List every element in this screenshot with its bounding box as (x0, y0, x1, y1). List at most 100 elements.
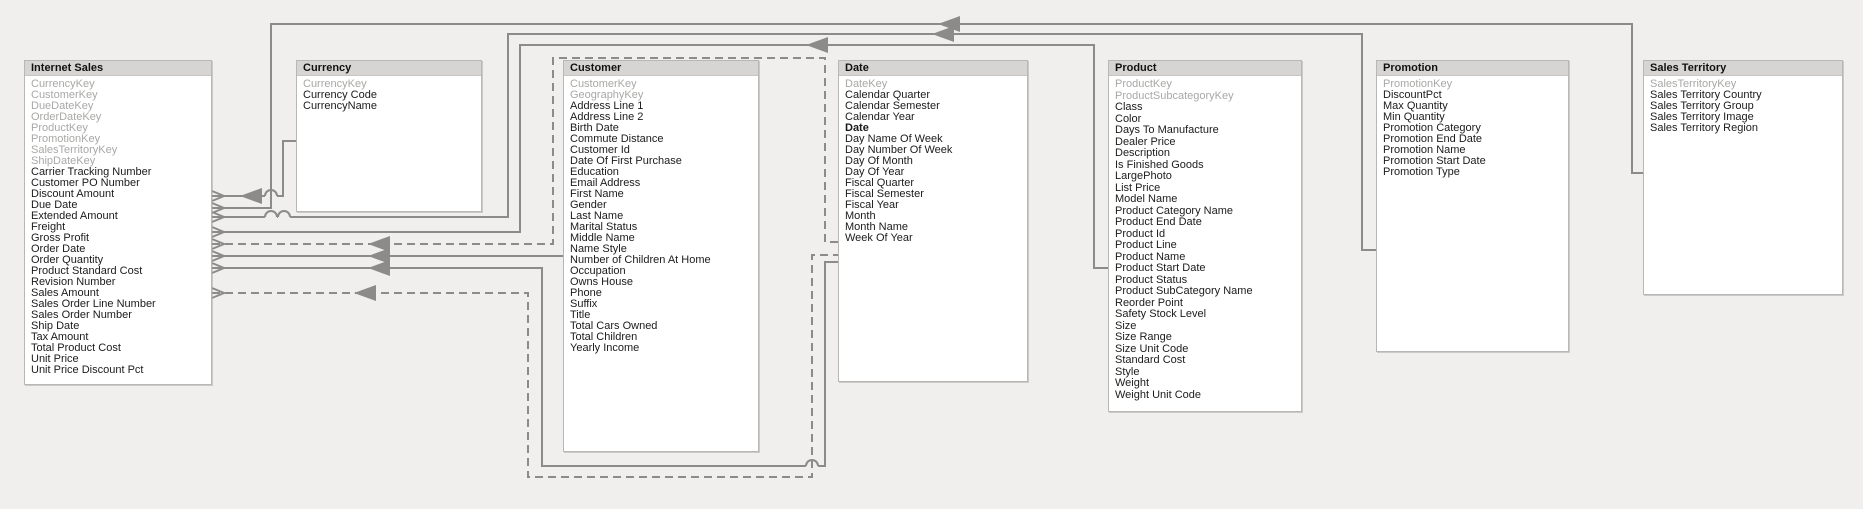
field-date-day-name-of-week[interactable]: Day Name Of Week (845, 134, 943, 145)
field-internet-sales-promotionkey[interactable]: PromotionKey (31, 134, 101, 145)
field-product-size[interactable]: Size (1115, 320, 1137, 332)
field-customer-education[interactable]: Education (570, 167, 619, 178)
field-internet-sales-shipdatekey[interactable]: ShipDateKey (31, 156, 96, 167)
field-product-product-subcategory-name[interactable]: Product SubCategory Name (1115, 286, 1253, 297)
field-promotion-min-quantity[interactable]: Min Quantity (1383, 112, 1445, 123)
field-date-fiscal-year[interactable]: Fiscal Year (845, 200, 899, 211)
field-product-model-name[interactable]: Model Name (1115, 194, 1178, 205)
field-product-product-start-date[interactable]: Product Start Date (1115, 263, 1206, 274)
field-customer-marital-status[interactable]: Marital Status (570, 222, 638, 233)
field-date-month[interactable]: Month (845, 211, 876, 222)
field-date-fiscal-semester[interactable]: Fiscal Semester (845, 189, 924, 200)
field-sales-territory-sales-territory-image[interactable]: Sales Territory Image (1650, 112, 1754, 123)
field-internet-sales-extended-amount[interactable]: Extended Amount (31, 211, 118, 222)
field-internet-sales-customer-po-number[interactable]: Customer PO Number (31, 178, 140, 189)
field-promotion-promotionkey[interactable]: PromotionKey (1383, 79, 1453, 90)
field-internet-sales-gross-profit[interactable]: Gross Profit (31, 233, 90, 244)
field-product-product-id[interactable]: Product Id (1115, 228, 1166, 240)
field-customer-commute-distance[interactable]: Commute Distance (570, 134, 664, 145)
field-product-is-finished-goods[interactable]: Is Finished Goods (1115, 159, 1204, 171)
field-customer-email-address[interactable]: Email Address (570, 178, 641, 189)
field-customer-suffix[interactable]: Suffix (570, 299, 598, 310)
field-product-safety-stock-level[interactable]: Safety Stock Level (1115, 309, 1207, 320)
field-currency-currencykey[interactable]: CurrencyKey (303, 79, 367, 90)
field-customer-address-line-2[interactable]: Address Line 2 (570, 112, 644, 123)
field-product-weight[interactable]: Weight (1115, 378, 1150, 389)
field-sales-territory-sales-territory-country[interactable]: Sales Territory Country (1650, 90, 1762, 101)
field-date-day-of-year[interactable]: Day Of Year (845, 167, 905, 178)
field-promotion-max-quantity[interactable]: Max Quantity (1383, 101, 1448, 112)
field-internet-sales-discount-amount[interactable]: Discount Amount (31, 189, 115, 200)
field-currency-currency-code[interactable]: Currency Code (303, 90, 377, 101)
field-internet-sales-unit-price[interactable]: Unit Price (31, 354, 79, 365)
field-internet-sales-currencykey[interactable]: CurrencyKey (31, 79, 95, 90)
field-internet-sales-orderdatekey[interactable]: OrderDateKey (31, 112, 102, 123)
field-product-product-name[interactable]: Product Name (1115, 251, 1186, 263)
field-customer-address-line-1[interactable]: Address Line 1 (570, 101, 644, 112)
field-sales-territory-salesterritorykey[interactable]: SalesTerritoryKey (1650, 79, 1737, 90)
field-customer-title[interactable]: Title (570, 310, 591, 321)
field-internet-sales-order-quantity[interactable]: Order Quantity (31, 255, 104, 266)
relationship-internet-sales-currency[interactable] (211, 140, 296, 204)
field-date-week-of-year[interactable]: Week Of Year (845, 233, 913, 244)
table-header-promotion[interactable]: Promotion (1377, 61, 1568, 76)
field-sales-territory-sales-territory-group[interactable]: Sales Territory Group (1650, 101, 1754, 112)
field-product-size-range[interactable]: Size Range (1115, 332, 1172, 343)
field-date-day-number-of-week[interactable]: Day Number Of Week (845, 145, 953, 156)
field-customer-owns-house[interactable]: Owns House (570, 277, 633, 288)
field-internet-sales-carrier-tracking-number[interactable]: Carrier Tracking Number (31, 167, 152, 178)
field-internet-sales-sales-order-number[interactable]: Sales Order Number (31, 310, 132, 321)
field-customer-customerkey[interactable]: CustomerKey (570, 79, 637, 90)
field-internet-sales-freight[interactable]: Freight (31, 222, 66, 233)
field-product-description[interactable]: Description (1115, 148, 1171, 159)
field-product-weight-unit-code[interactable]: Weight Unit Code (1115, 389, 1202, 401)
field-internet-sales-unit-price-discount-pct[interactable]: Unit Price Discount Pct (31, 365, 144, 376)
field-product-size-unit-code[interactable]: Size Unit Code (1115, 343, 1189, 355)
field-internet-sales-sales-order-line-number[interactable]: Sales Order Line Number (31, 299, 156, 310)
field-customer-last-name[interactable]: Last Name (570, 211, 624, 222)
field-customer-name-style[interactable]: Name Style (570, 244, 627, 255)
table-header-currency[interactable]: Currency (297, 61, 481, 76)
field-internet-sales-order-date[interactable]: Order Date (31, 244, 86, 255)
field-product-product-line[interactable]: Product Line (1115, 240, 1177, 251)
field-promotion-discountpct[interactable]: DiscountPct (1383, 90, 1442, 101)
field-customer-yearly-income[interactable]: Yearly Income (570, 343, 640, 354)
field-promotion-promotion-end-date[interactable]: Promotion End Date (1383, 134, 1483, 145)
field-internet-sales-sales-amount[interactable]: Sales Amount (31, 288, 99, 299)
field-date-day-of-month[interactable]: Day Of Month (845, 156, 913, 167)
field-promotion-promotion-category[interactable]: Promotion Category (1383, 123, 1481, 134)
table-header-product[interactable]: Product (1109, 61, 1301, 76)
field-customer-date-of-first-purchase[interactable]: Date Of First Purchase (570, 156, 682, 167)
field-date-calendar-year[interactable]: Calendar Year (845, 112, 915, 123)
field-internet-sales-revision-number[interactable]: Revision Number (31, 277, 116, 288)
field-date-fiscal-quarter[interactable]: Fiscal Quarter (845, 178, 915, 189)
field-internet-sales-customerkey[interactable]: CustomerKey (31, 90, 98, 101)
field-product-class[interactable]: Class (1115, 102, 1143, 113)
field-internet-sales-productkey[interactable]: ProductKey (31, 123, 88, 134)
field-product-dealer-price[interactable]: Dealer Price (1115, 136, 1176, 148)
field-internet-sales-due-date[interactable]: Due Date (31, 200, 78, 211)
field-date-datekey[interactable]: DateKey (845, 79, 888, 90)
field-customer-birth-date[interactable]: Birth Date (570, 123, 619, 134)
field-date-month-name[interactable]: Month Name (845, 222, 908, 233)
field-customer-total-children[interactable]: Total Children (570, 332, 638, 343)
field-currency-currencyname[interactable]: CurrencyName (303, 101, 377, 112)
table-header-date[interactable]: Date (839, 61, 1027, 76)
field-promotion-promotion-name[interactable]: Promotion Name (1383, 145, 1466, 156)
field-customer-middle-name[interactable]: Middle Name (570, 233, 635, 244)
field-product-largephoto[interactable]: LargePhoto (1115, 171, 1172, 182)
field-customer-occupation[interactable]: Occupation (570, 266, 626, 277)
field-product-days-to-manufacture[interactable]: Days To Manufacture (1115, 125, 1219, 136)
field-customer-first-name[interactable]: First Name (570, 189, 624, 200)
field-product-style[interactable]: Style (1115, 366, 1140, 378)
field-customer-customer-id[interactable]: Customer Id (570, 145, 630, 156)
relationship-internet-sales-customer[interactable] (211, 248, 563, 264)
field-customer-total-cars-owned[interactable]: Total Cars Owned (570, 321, 658, 332)
